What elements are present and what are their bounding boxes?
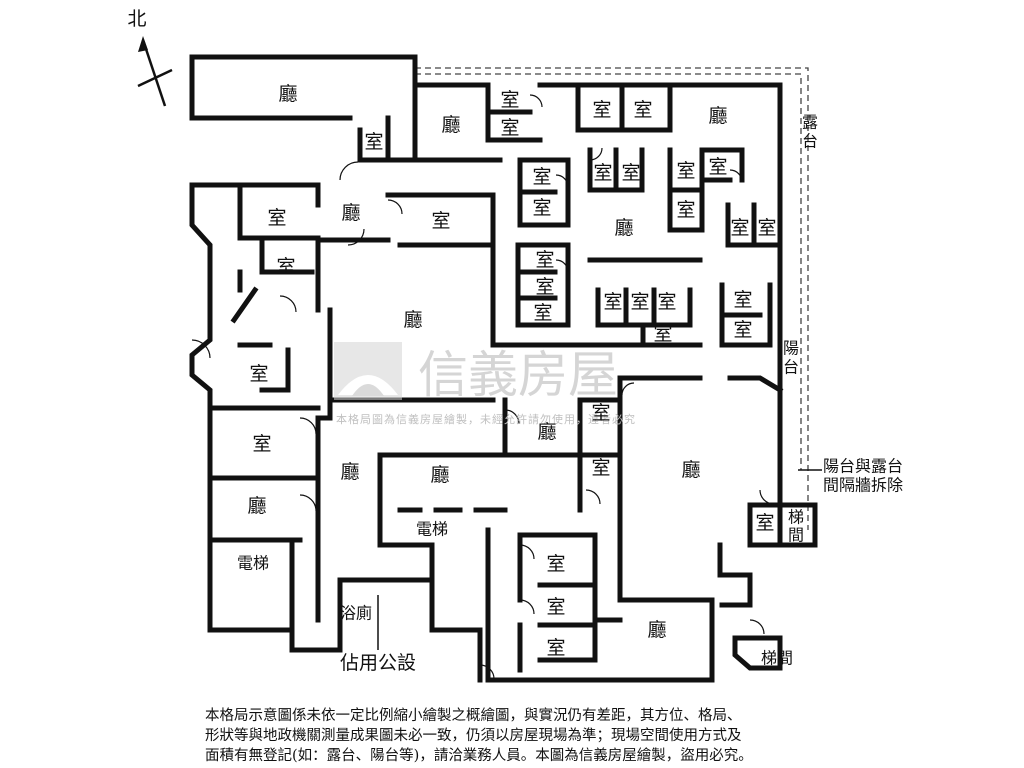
room-label: 室 (546, 553, 565, 575)
room-label: 室 (546, 596, 565, 618)
terrace-char-1: 露 (802, 113, 818, 132)
room-label: 梯間 (761, 649, 793, 668)
room-label: 廳 (614, 217, 633, 239)
room-label: 廳 (441, 114, 460, 136)
room-label: 室 (249, 363, 268, 385)
room-label: 廳 (278, 83, 297, 105)
balcony-label: 陽 台 (783, 339, 799, 377)
room-label: 廳 (403, 309, 422, 331)
balcony-char-2: 台 (783, 358, 799, 377)
watermark-logo (334, 342, 402, 400)
terrace-boundary (415, 67, 809, 530)
room-label: 廳 (537, 421, 556, 443)
room-labels: 廳 室 廳 室 室 室 室 廳 室 室 室 室 室 室 室 室 室 廳 廳 室 … (237, 83, 793, 668)
room-label: 室 (500, 89, 519, 111)
room-label: 室 (276, 256, 295, 278)
balcony-char-1: 陽 (783, 339, 799, 358)
room-label: 廳 (340, 461, 359, 483)
watermark-subtext: 本格局圖為信義房屋繪製，未經允許請勿使用，違者必究 (336, 412, 636, 426)
room-label: 室 (535, 276, 554, 298)
disclaimer-line: 形狀等與地政機關測量成果圖未必一致，仍須以房屋現場為準；現場空間使用方式及 (205, 728, 742, 744)
room-label: 室 (591, 402, 610, 424)
room-label: 室 (733, 289, 752, 311)
room-label: 電梯 (416, 520, 448, 539)
watermark-brand: 信義房屋 (418, 346, 618, 404)
balcony-terrace-note-line2: 間隔牆拆除 (823, 476, 903, 495)
room-label: 室 (603, 291, 622, 313)
room-label: 室 (676, 160, 695, 182)
room-label: 浴廁 (340, 604, 372, 623)
room-label: 室 (621, 162, 640, 184)
room-label: 廳 (247, 495, 266, 517)
walls (189, 54, 818, 683)
room-label: 室 (546, 637, 565, 659)
room-label: 室 (533, 302, 552, 324)
room-label: 室 (593, 162, 612, 184)
room-label: 室 (630, 291, 649, 313)
room-label: 室 (708, 156, 727, 178)
compass-north-label: 北 (127, 8, 146, 30)
disclaimer-line: 本格局示意圖係未依一定比例縮小繪製之概繪圖，與實況仍有差距，其方位、格局、 (205, 708, 742, 724)
room-label: 廳 (430, 464, 449, 486)
room-label: 廳 (647, 619, 666, 641)
room-label: 室 (532, 166, 551, 188)
room-label: 室 (757, 217, 776, 239)
room-label: 室 (592, 99, 611, 121)
room-label: 室 (267, 207, 286, 229)
room-label: 廳 (681, 459, 700, 481)
door-swings (191, 94, 775, 680)
room-label: 電梯 (237, 554, 269, 573)
stairs-vertical-label: 梯 間 (788, 508, 804, 545)
room-label: 室 (657, 291, 676, 313)
stairs-char-1: 梯 (788, 508, 804, 527)
room-label: 室 (755, 512, 774, 534)
room-label: 室 (591, 457, 610, 479)
public-space-label: 佔用公設 (340, 652, 416, 674)
stairs-char-2: 間 (788, 526, 804, 545)
room-label: 室 (252, 433, 271, 455)
room-label: 廳 (708, 105, 727, 127)
terrace-label: 露 台 (802, 113, 818, 151)
room-label: 室 (676, 199, 695, 221)
balcony-terrace-note-line1: 陽台與露台 (823, 457, 903, 476)
room-label: 室 (431, 210, 450, 232)
disclaimer: 本格局示意圖係未依一定比例縮小繪製之概繪圖，與實況仍有差距，其方位、格局、 形狀… (205, 706, 825, 766)
room-label: 室 (653, 323, 672, 345)
disclaimer-line: 面積有無登記(如：露台、陽台等)，請洽業務人員。本圖為信義房屋繪製，盜用必究。 (205, 748, 753, 764)
room-label: 室 (730, 217, 749, 239)
room-label: 室 (500, 117, 519, 139)
room-label: 廳 (341, 202, 360, 224)
room-label: 室 (733, 319, 752, 341)
terrace-char-2: 台 (802, 132, 818, 151)
north-arrow-icon (137, 36, 173, 107)
room-label: 室 (364, 131, 383, 153)
room-label: 室 (535, 249, 554, 271)
room-label: 室 (633, 99, 652, 121)
room-label: 室 (532, 197, 551, 219)
